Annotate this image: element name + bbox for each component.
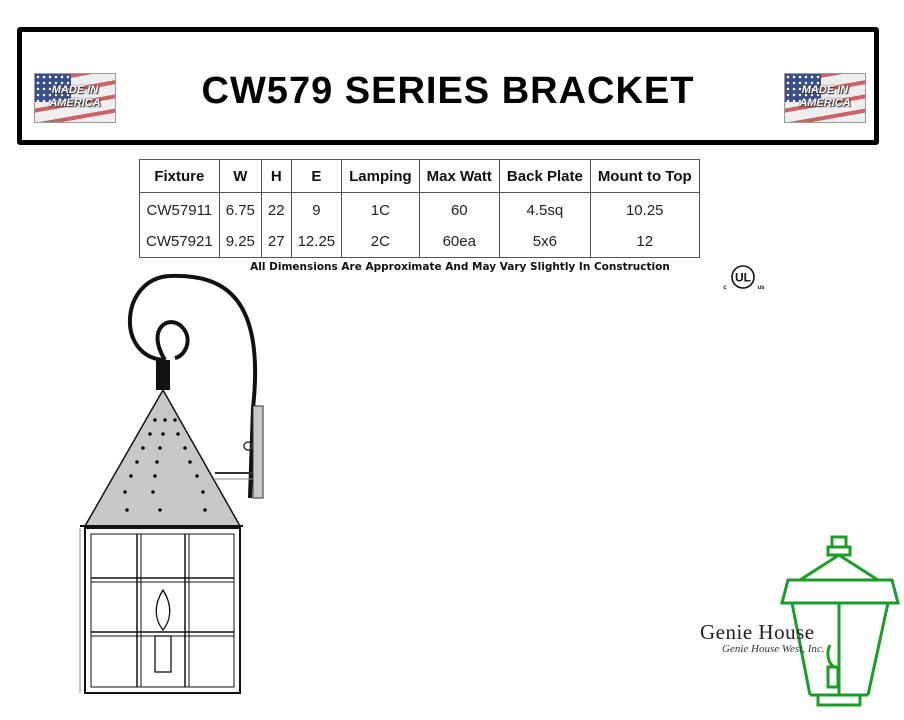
cell-h: 27 [260,226,292,258]
cell-mount-to-top: 12 [589,226,700,258]
flag-stars [35,74,71,102]
ul-mark-text: UL [735,271,751,285]
table-header-row: Fixture W H E Lamping Max Watt Back Plat… [139,159,700,193]
column-header-max-watt: Max Watt [418,159,500,193]
dimensions-note: All Dimensions Are Approximate And May V… [250,261,670,273]
brand-subtitle: Genie House West, Inc. [722,643,825,655]
cell-back-plate: 4.5sq [498,192,591,226]
made-in-america-badge-left: MADE IN AMERICA [34,73,116,123]
brand-name-part1: Genie [700,620,753,644]
cell-fixture: CW57921 [139,226,220,258]
spec-table: Fixture W H E Lamping Max Watt Back Plat… [139,159,700,258]
column-header-mount-to-top: Mount to Top [589,159,700,193]
genie-house-logo: Genie House Genie House West, Inc. [700,535,904,715]
cell-e: 9 [290,192,343,226]
cell-max-watt: 60ea [418,226,500,258]
badge-text: MADE IN AMERICA [799,84,851,109]
column-header-h: H [260,159,292,193]
page-title: CW579 SERIES BRACKET [201,70,695,112]
cell-fixture: CW57911 [139,192,220,226]
cell-e: 12.25 [290,226,343,258]
column-header-w: W [218,159,262,193]
cell-w: 6.75 [218,192,262,226]
brand-name-part2: House [758,620,815,644]
ul-left-text: c [723,285,727,291]
column-header-back-plate: Back Plate [498,159,591,193]
cell-back-plate: 5x6 [498,226,591,258]
made-in-america-badge-right: MADE IN AMERICA [784,73,866,123]
brand-name: Genie House [700,620,815,645]
column-header-e: E [290,159,343,193]
flag-stars [785,74,821,102]
cell-h: 22 [260,192,292,226]
ul-right-text: us [757,285,765,291]
column-header-fixture: Fixture [139,159,220,193]
cell-max-watt: 60 [418,192,500,226]
cell-lamping: 1C [341,192,420,226]
cell-lamping: 2C [341,226,420,258]
lantern-bracket-icon [79,273,264,694]
cell-w: 9.25 [218,226,262,258]
badge-text: MADE IN AMERICA [49,84,101,109]
column-header-lamping: Lamping [341,159,420,193]
cell-mount-to-top: 10.25 [589,192,700,226]
table-row: CW57911 6.75 22 9 1C 60 4.5sq 10.25 [139,192,700,226]
green-lantern-icon [780,535,900,707]
table-row: CW57921 9.25 27 12.25 2C 60ea 5x6 12 [139,226,700,258]
header-banner: MADE IN AMERICA CW579 SERIES BRACKET MAD… [17,27,879,145]
ul-listed-icon: UL c us [723,265,765,291]
